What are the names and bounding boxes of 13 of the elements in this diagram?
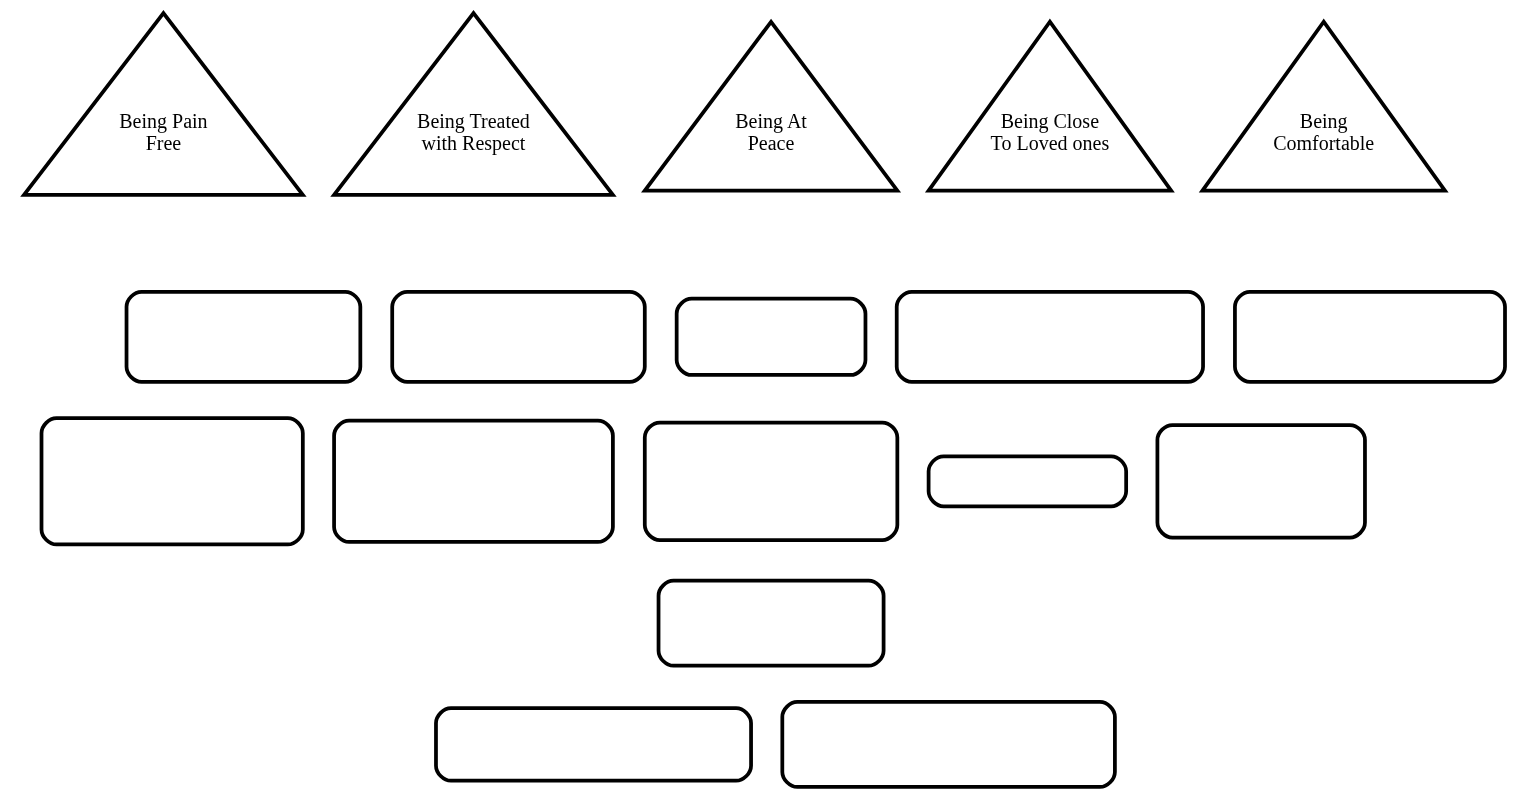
node-box [433,706,753,783]
node-box [642,420,899,542]
node-box [124,289,362,384]
node-box [894,289,1205,384]
node-box [1155,423,1367,540]
node-box [39,416,305,547]
node-box [674,296,867,377]
node-box [1232,289,1507,384]
node-box [656,578,885,668]
node-box [389,289,647,384]
node-box [779,700,1117,789]
node-box [331,418,615,544]
node-box [926,454,1128,509]
